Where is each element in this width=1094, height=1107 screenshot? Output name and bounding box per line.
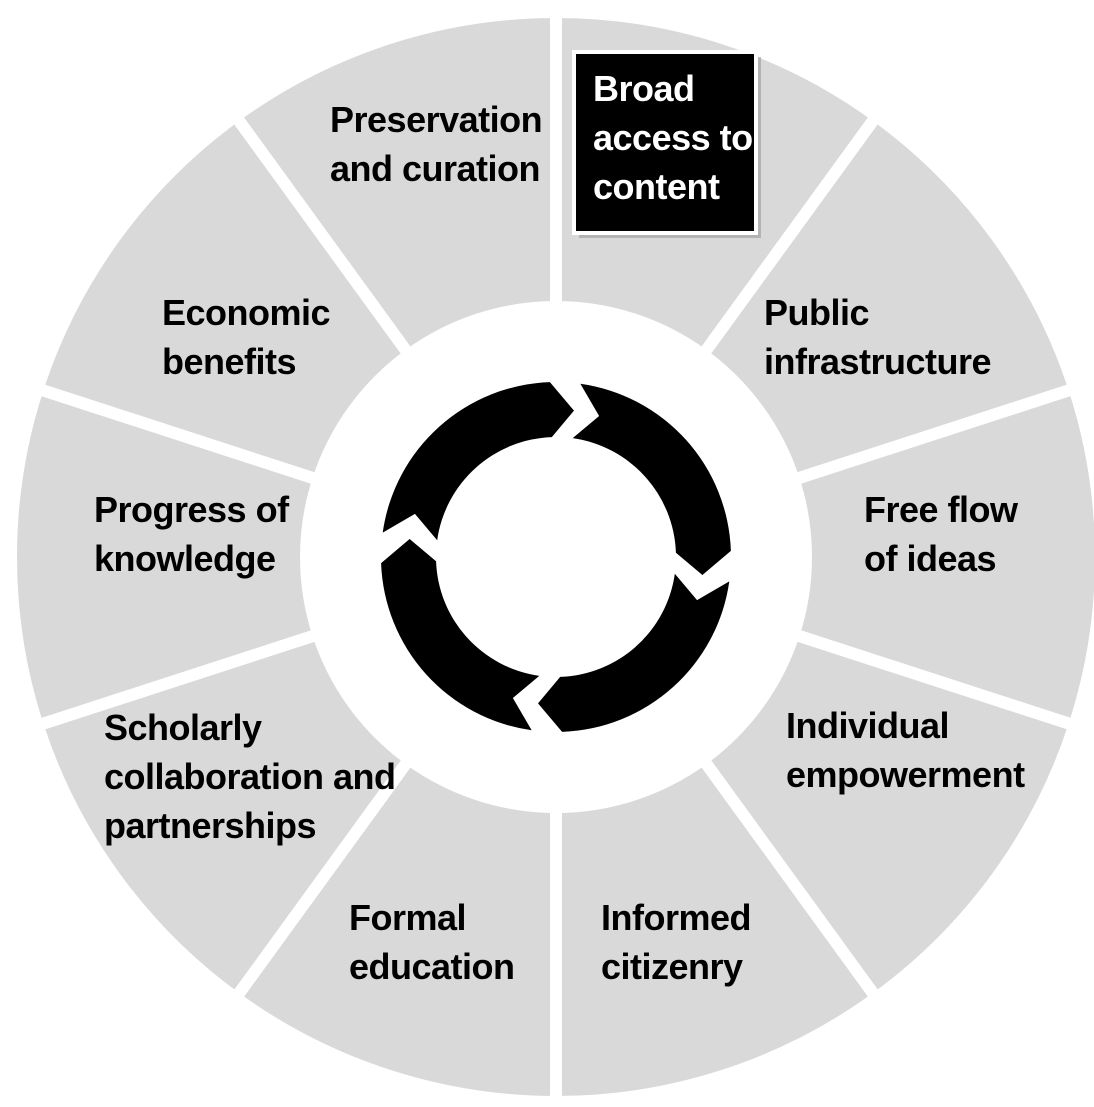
label-line: and curation (330, 148, 540, 189)
segment-progress-of-knowledge (30, 626, 418, 1007)
label-economic-benefits: Economic benefits (162, 292, 330, 382)
segment-broad-access (227, 5, 562, 364)
cycle-arrow-segment (572, 383, 731, 575)
segment-individual-empowerment (786, 381, 1094, 733)
label-line: collaboration and (104, 756, 396, 797)
label-line: empowerment (786, 754, 1025, 795)
label-formal-education: Formal education (349, 897, 515, 987)
cycle-arrow-segment (382, 382, 574, 541)
segment-economic-benefits (5, 381, 326, 733)
label-informed-citizenry: Informed citizenry (601, 897, 751, 987)
label-line: citizenry (601, 946, 743, 987)
label-line: Progress of (94, 489, 290, 530)
label-line: Formal (349, 897, 466, 938)
label-preservation-and-curation: Preservation and curation (330, 99, 542, 189)
label-public-infrastructure: Public infrastructure (764, 292, 991, 382)
label-line: knowledge (94, 538, 276, 579)
cycle-arrows-icon (381, 382, 731, 732)
highlight-line: access to (593, 117, 753, 158)
wheel-segments (5, 5, 1094, 1107)
cycle-arrow-segment (381, 539, 540, 731)
label-individual-empowerment: Individual empowerment (786, 705, 1025, 795)
label-line: Economic (162, 292, 330, 333)
label-line: education (349, 946, 515, 987)
label-line: Individual (786, 705, 949, 746)
segment-informed-citizenry (694, 626, 1082, 1007)
label-line: benefits (162, 341, 296, 382)
label-line: Public (764, 292, 869, 333)
segment-free-flow-of-ideas (694, 107, 1082, 488)
label-line: of ideas (864, 538, 996, 579)
segment-preservation-and-curation (30, 107, 418, 488)
highlight-line: Broad (593, 68, 695, 109)
highlight-label: Broad access to content (593, 68, 753, 207)
label-scholarly-collaboration: Scholarly collaboration and partnerships (104, 707, 396, 846)
highlight-box-background (572, 50, 758, 235)
segment-scholarly-collaboration (227, 750, 562, 1107)
label-progress-of-knowledge: Progress of knowledge (94, 489, 290, 579)
label-line: Free flow (864, 489, 1019, 530)
label-line: Preservation (330, 99, 542, 140)
segment-formal-education (550, 750, 885, 1107)
cycle-arrow-segment (538, 573, 730, 732)
highlight-box: Broad access to content (572, 50, 761, 238)
label-free-flow-of-ideas: Free flow of ideas (864, 489, 1019, 579)
label-line: partnerships (104, 805, 316, 846)
highlight-line: content (593, 166, 720, 207)
label-line: Informed (601, 897, 751, 938)
label-line: Scholarly (104, 707, 262, 748)
label-line: infrastructure (764, 341, 991, 382)
